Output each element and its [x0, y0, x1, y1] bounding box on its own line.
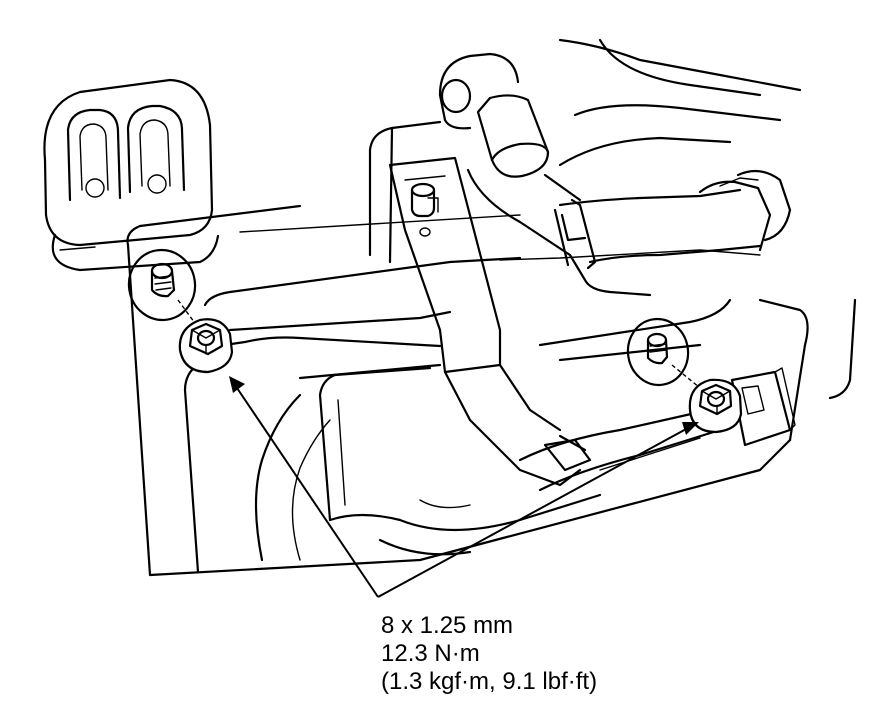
left-stud-washer: [127, 248, 197, 322]
torque-nm-label: 12.3 N·m: [381, 640, 480, 667]
left-arrowhead: [229, 376, 245, 393]
right-arrowhead: [682, 422, 699, 435]
left-leader-line: [236, 387, 379, 598]
torque-spec-callout: 8 x 1.25 mm 12.3 N·m (1.3 kgf·m, 9.1 lbf…: [381, 612, 597, 696]
mounting-bracket: [368, 120, 582, 487]
right-stud-washer: [626, 317, 690, 387]
callout-leader-lines: [229, 376, 699, 598]
left-flange-nut: [178, 318, 234, 374]
vehicle-body-outline: [126, 204, 857, 577]
crossmember: [188, 249, 761, 522]
right-leader-line: [377, 427, 689, 598]
pipe-flange-assembly: [43, 78, 220, 272]
connector-block: [730, 367, 796, 447]
right-flange-nut: [688, 378, 743, 434]
right-hose-assembly: [553, 169, 792, 270]
upper-hose-assembly: [438, 38, 802, 297]
bolt-size-label: 8 x 1.25 mm: [381, 612, 514, 639]
torque-alt-label: (1.3 kgf·m, 9.1 lbf·ft): [381, 668, 598, 695]
